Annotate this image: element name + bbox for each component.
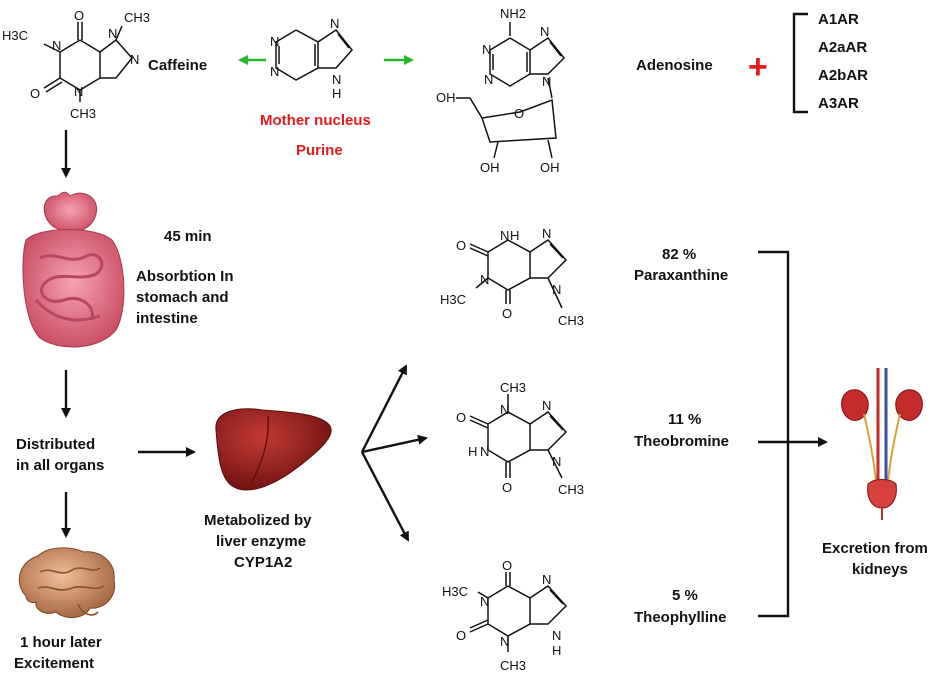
adenosine-structure: NH2 N N N N O OH OH OH	[436, 6, 566, 175]
arrow-to-theobromine	[361, 434, 428, 454]
atom-n: N	[500, 634, 509, 649]
excitement-line-1: 1 hour later	[20, 634, 102, 651]
atom-ch3: CH3	[558, 482, 584, 497]
brain-icon	[18, 547, 116, 618]
atom-h: H	[510, 228, 519, 243]
mother-nucleus-label: Mother nucleus	[260, 112, 371, 129]
atom-ch3: CH3	[558, 313, 584, 328]
absorption-line-2: stomach and	[136, 289, 229, 306]
atom-n: N	[542, 226, 551, 241]
atom-n: N	[480, 272, 489, 287]
adenosine-label: Adenosine	[636, 57, 713, 74]
absorption-line-3: intestine	[136, 310, 198, 327]
receptor-a1ar: A1AR	[818, 11, 859, 28]
caffeine-structure: O O H3C CH3 CH3 N N N N	[2, 8, 150, 121]
theobromine-structure: CH3 O O N N N H N CH3	[456, 380, 584, 497]
atom-n: N	[500, 402, 509, 417]
paraxanthine-name: Paraxanthine	[634, 267, 728, 284]
purine-label: Purine	[296, 142, 343, 159]
atom-n: N	[552, 282, 561, 297]
atom-o: O	[30, 86, 40, 101]
atom-ch3: CH3	[500, 380, 526, 395]
atom-h: H	[332, 86, 341, 101]
receptor-a2bar: A2bAR	[818, 67, 868, 84]
atom-n: N	[74, 84, 83, 99]
arrow-to-theophylline	[360, 451, 410, 542]
paraxanthine-percent: 82 %	[662, 246, 696, 263]
receptor-a3ar: A3AR	[818, 95, 859, 112]
excretion-line-2: kidneys	[852, 561, 908, 578]
atom-n: N	[484, 72, 493, 87]
kidneys-icon	[841, 368, 923, 520]
atom-h: H	[552, 643, 561, 658]
metabolized-line-1: Metabolized by	[204, 512, 312, 529]
plus-sign: +	[748, 48, 768, 86]
atom-n: N	[270, 34, 279, 49]
atom-ch3: CH3	[124, 10, 150, 25]
atom-n: N	[130, 52, 139, 67]
stomach-intestine-icon	[22, 191, 125, 348]
atom-h3c: H3C	[440, 292, 466, 307]
atom-oh: OH	[436, 90, 456, 105]
atom-n: N	[552, 628, 561, 643]
atom-n: N	[500, 228, 509, 243]
theophylline-structure: O O H3C N N N N H CH3	[442, 558, 568, 673]
atom-o: O	[456, 238, 466, 253]
distributed-line-2: in all organs	[16, 457, 104, 474]
distributed-line-1: Distributed	[16, 436, 95, 453]
theobromine-name: Theobromine	[634, 433, 729, 450]
atom-n: N	[480, 594, 489, 609]
metabolite-bracket	[758, 250, 790, 618]
paraxanthine-structure: O O N H N N N H3C CH3	[440, 226, 584, 328]
atom-n: N	[542, 398, 551, 413]
atom-o: O	[456, 410, 466, 425]
excitement-line-2: Excitement	[14, 655, 94, 672]
atom-n: N	[482, 42, 491, 57]
receptor-bracket	[792, 12, 808, 114]
atom-o: O	[74, 8, 84, 23]
atom-ch3: CH3	[70, 106, 96, 121]
atom-n: N	[542, 74, 551, 89]
atom-n: N	[108, 26, 117, 41]
purine-structure: N N N N H	[270, 16, 353, 101]
atom-n: N	[330, 16, 339, 31]
atom-oh: OH	[540, 160, 560, 175]
atom-o: O	[456, 628, 466, 643]
absorption-time: 45 min	[164, 228, 212, 245]
atom-o: O	[502, 558, 512, 573]
atom-o: O	[514, 106, 524, 121]
receptor-a2aar: A2aAR	[818, 39, 867, 56]
caffeine-label: Caffeine	[148, 57, 207, 74]
metabolized-line-3: CYP1A2	[234, 554, 292, 571]
atom-n: N	[332, 72, 341, 87]
atom-n: N	[542, 572, 551, 587]
atom-n: N	[52, 38, 61, 53]
metabolized-line-2: liver enzyme	[216, 533, 306, 550]
liver-icon	[215, 408, 332, 491]
theophylline-percent: 5 %	[672, 587, 698, 604]
atom-o: O	[502, 480, 512, 495]
excretion-line-1: Excretion from	[822, 540, 928, 557]
theobromine-percent: 11 %	[668, 411, 701, 428]
atom-h3c: H3C	[442, 584, 468, 599]
theophylline-name: Theophylline	[634, 609, 727, 626]
atom-o: O	[502, 306, 512, 321]
atom-n: N	[552, 454, 561, 469]
atom-n: N	[480, 444, 489, 459]
atom-h3c: H3C	[2, 28, 28, 43]
atom-h: H	[468, 444, 477, 459]
atom-nh2: NH2	[500, 6, 526, 21]
absorption-line-1: Absorbtion In	[136, 268, 234, 285]
arrow-to-paraxanthine	[360, 364, 408, 453]
atom-ch3: CH3	[500, 658, 526, 673]
atom-oh: OH	[480, 160, 500, 175]
atom-n: N	[540, 24, 549, 39]
atom-n: N	[270, 64, 279, 79]
